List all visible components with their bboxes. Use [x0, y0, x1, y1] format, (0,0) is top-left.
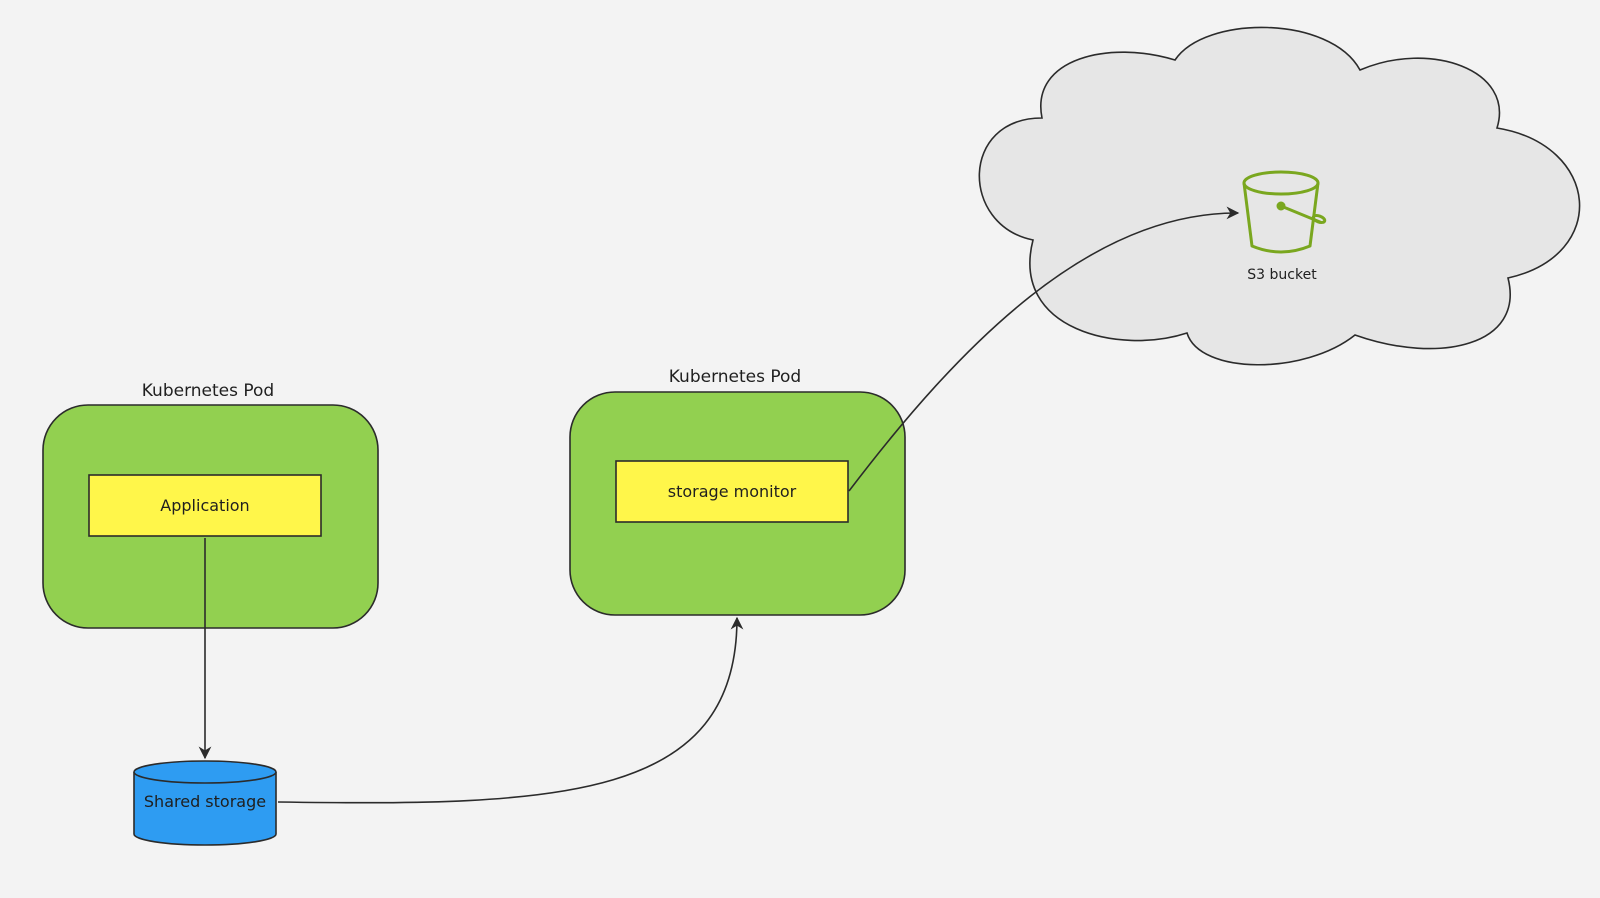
shared-storage-label: Shared storage: [144, 792, 266, 811]
arrow-monitor-to-bucket[interactable]: [848, 206, 1240, 492]
shared-storage[interactable]: [133, 760, 277, 846]
cloud-shape[interactable]: [978, 26, 1581, 366]
container-storage-monitor[interactable]: [615, 460, 849, 523]
container-storage-monitor-label: storage monitor: [668, 482, 797, 501]
arrow-storage-to-pod-2[interactable]: [277, 616, 744, 804]
bucket-label: S3 bucket: [1247, 267, 1317, 283]
pod-title-1: Kubernetes Pod: [142, 381, 274, 401]
pod-title-2: Kubernetes Pod: [669, 367, 801, 387]
bucket-icon: [1242, 170, 1327, 254]
container-application[interactable]: [88, 474, 322, 537]
container-application-label: Application: [160, 496, 249, 515]
